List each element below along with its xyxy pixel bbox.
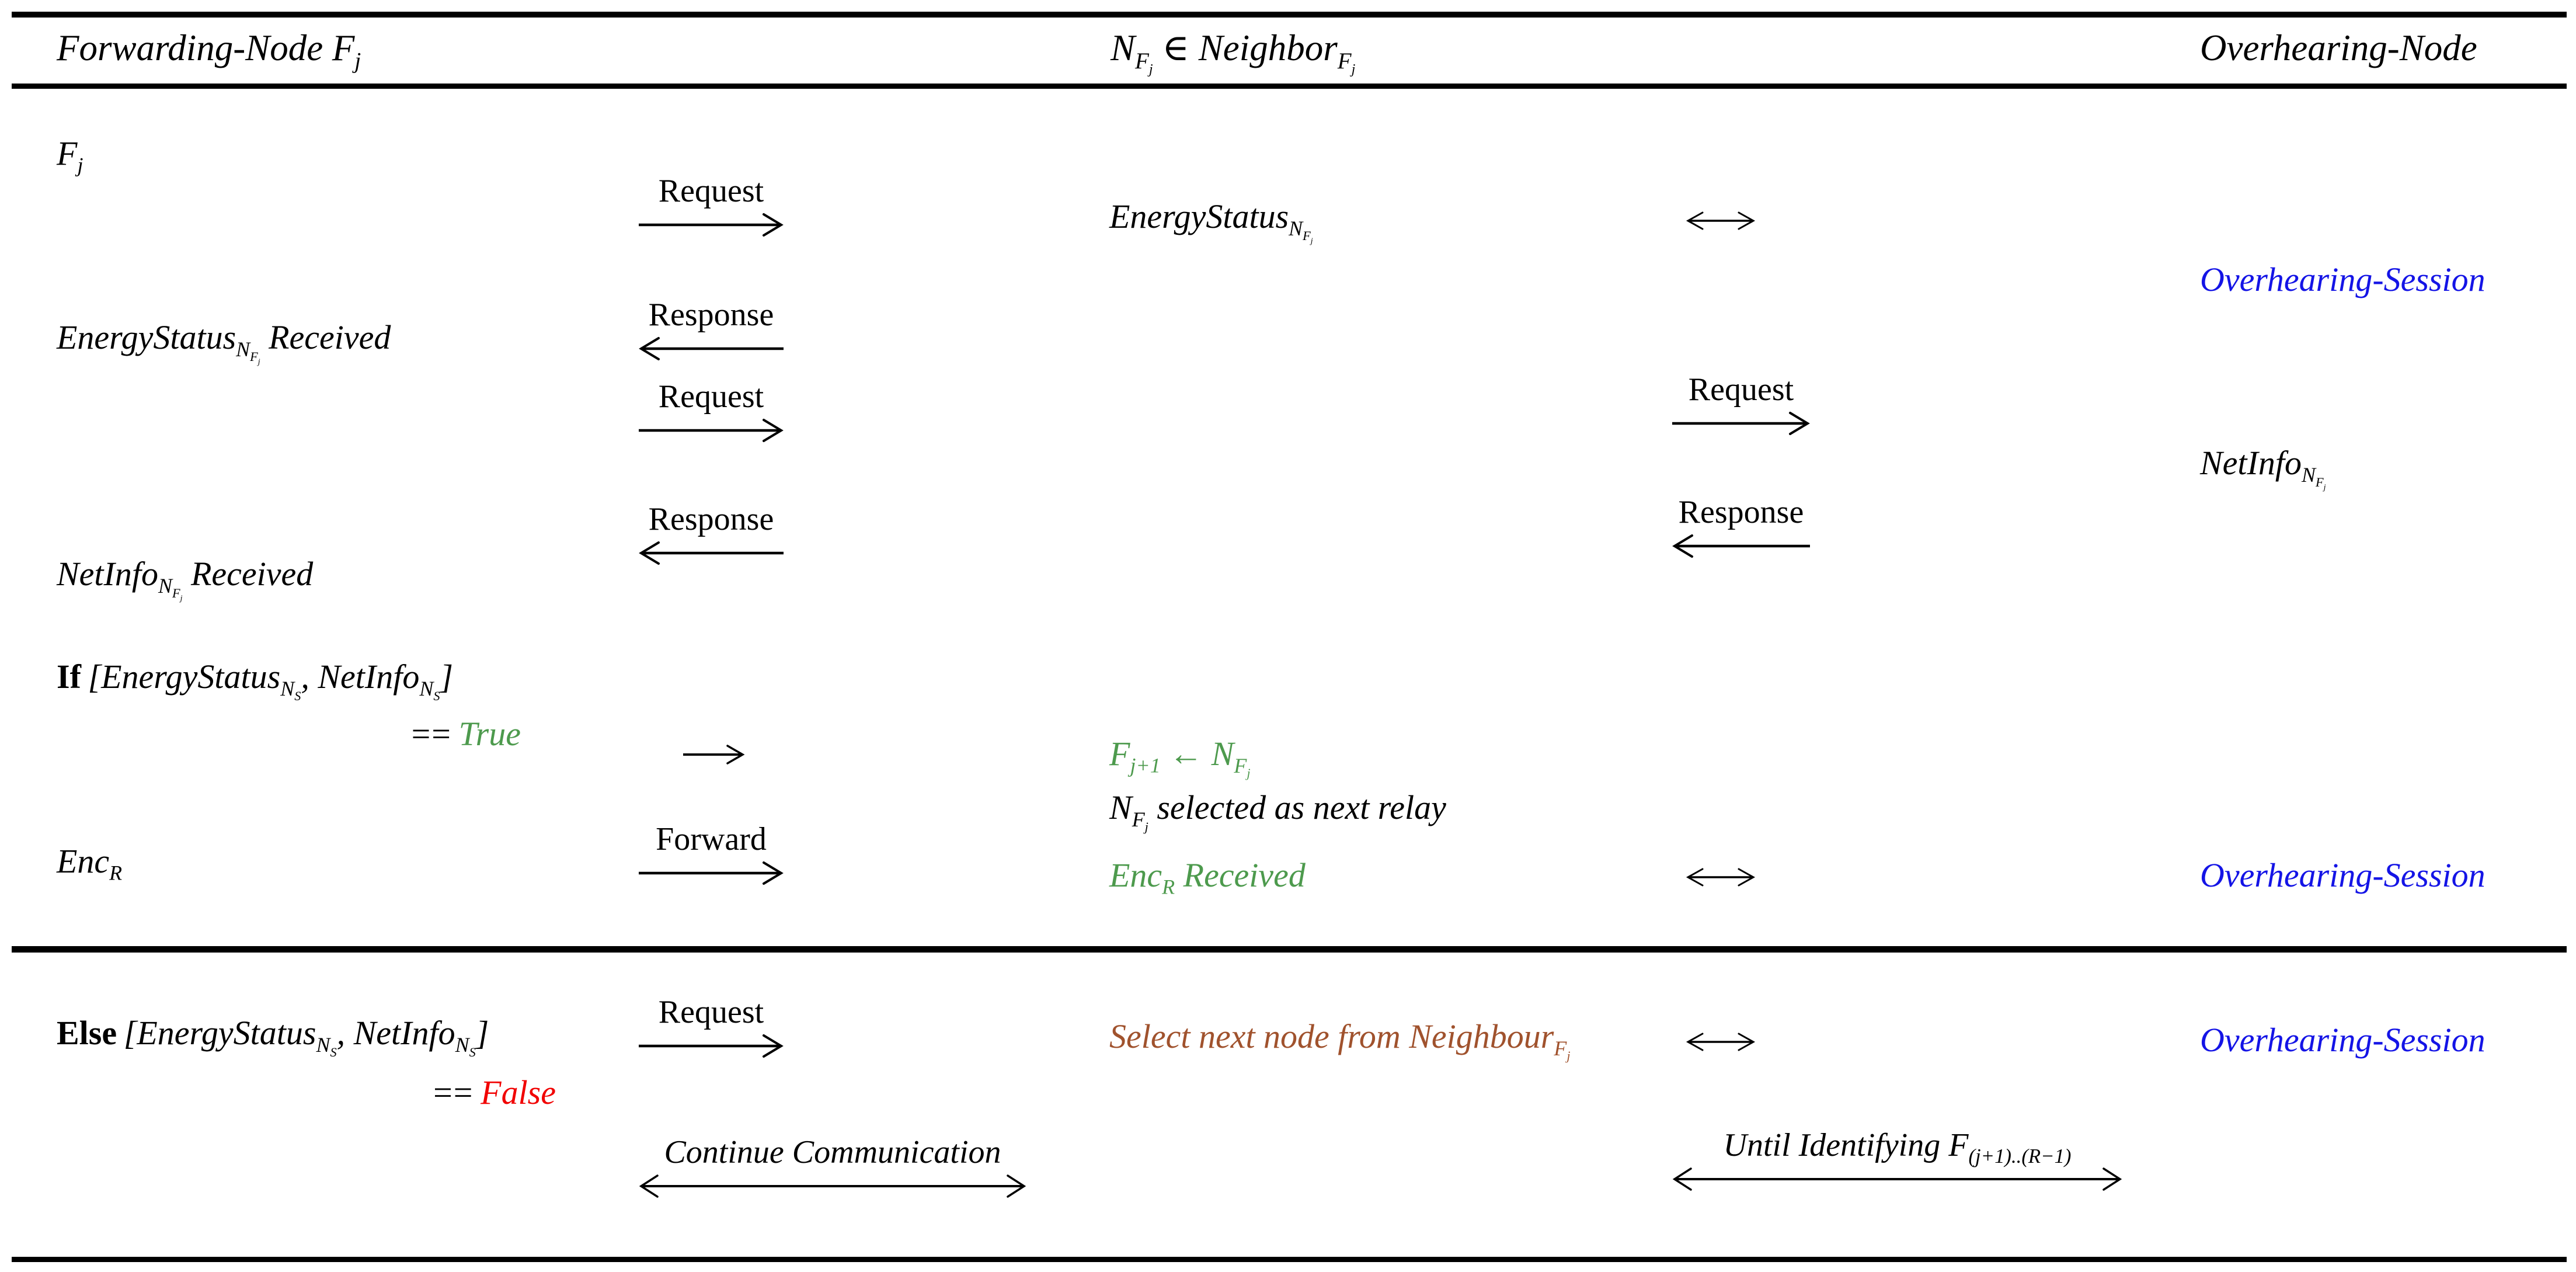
request-arrow-1: Request: [638, 174, 785, 238]
rule-top: [12, 12, 2567, 18]
right-arrow-icon: [639, 861, 784, 885]
if-value-true: True: [458, 715, 521, 753]
rule-section-separator: [12, 946, 2567, 953]
right-arrow-icon: [1672, 411, 1810, 435]
label-overhearing-session-3: Overhearing-Session: [2200, 1021, 2486, 1059]
label-next-relay-assign: Fj+1 ← NFj: [1109, 735, 1251, 780]
if-condition: [EnergyStatusNS, NetInfoNS]: [88, 658, 454, 703]
if-keyword: If: [57, 658, 81, 696]
label-overhearing-session-2: Overhearing-Session: [2200, 856, 2486, 894]
assign-arrow: [683, 743, 746, 769]
label-netinfo-overheard: NetInfoNFj: [2200, 444, 2326, 492]
if-condition-line: If [EnergyStatusNS, NetInfoNS]: [57, 658, 454, 703]
until-identifying-arrow: Until Identifying F(j+1)..(R−1): [1671, 1128, 2124, 1192]
overhear-session-arrow-3: [1685, 1030, 1756, 1056]
forward-arrow-label: Forward: [656, 821, 767, 857]
rule-bottom: [12, 1257, 2567, 1262]
else-keyword: Else: [57, 1014, 117, 1052]
overhear-request-label: Request: [1688, 371, 1794, 408]
if-equals: ==: [411, 715, 452, 753]
response-arrow-1: Response: [638, 298, 785, 362]
overhear-response-label: Response: [1678, 494, 1804, 530]
right-arrow-icon: [639, 213, 784, 237]
right-arrow-icon: [639, 418, 784, 442]
overhear-session-arrow-2: [1685, 866, 1756, 892]
header-neighbor-node: NFj ∈ NeighborFj: [1111, 27, 1356, 77]
else-condition-line: Else [EnergyStatusNS, NetInfoNS]: [57, 1014, 489, 1059]
overhear-session-arrow-1: [1685, 209, 1756, 235]
request-arrow-2: Request: [638, 380, 785, 443]
else-condition: [EnergyStatusNS, NetInfoNS]: [123, 1014, 489, 1059]
else-value-false: False: [481, 1073, 556, 1111]
left-right-arrow-icon: [1686, 1033, 1756, 1051]
header-forwarding-node: Forwarding-Node Fj: [57, 27, 361, 74]
overhear-response-arrow: Response: [1671, 495, 1811, 559]
label-energystatus-neighbor: EnergyStatusNFj: [1109, 197, 1313, 245]
forward-arrow: Forward: [638, 822, 785, 886]
double-arrow-icon: [1672, 1167, 2122, 1191]
header-overhearing-node: Overhearing-Node: [2200, 27, 2477, 68]
response-arrow-2: Response: [638, 502, 785, 566]
response-arrow-1-label: Response: [648, 297, 774, 333]
label-fj: Fj: [57, 134, 83, 177]
left-arrow-icon: [639, 336, 784, 360]
label-enc-r: EncR: [57, 842, 123, 885]
continue-communication-arrow: Continue Communication: [638, 1135, 1028, 1199]
double-arrow-icon: [639, 1174, 1026, 1198]
response-arrow-2-label: Response: [648, 501, 774, 537]
overhear-request-arrow: Request: [1671, 373, 1811, 436]
label-selected-next-relay: NFj selected as next relay: [1109, 788, 1446, 834]
request-arrow-3: Request: [638, 995, 785, 1059]
left-right-arrow-icon: [1686, 211, 1756, 230]
else-equals: ==: [433, 1073, 474, 1111]
label-enc-received: EncR Received: [1109, 856, 1306, 899]
label-netinfo-received: NetInfoNFj Received: [57, 555, 314, 603]
request-arrow-2-label: Request: [658, 378, 764, 415]
left-arrow-icon: [1672, 534, 1810, 558]
left-arrow-icon: [639, 541, 784, 565]
request-arrow-3-label: Request: [658, 994, 764, 1030]
label-overhearing-session-1: Overhearing-Session: [2200, 260, 2486, 298]
label-energystatus-received: EnergyStatusNFj Received: [57, 318, 391, 366]
rule-header-bottom: [12, 84, 2567, 89]
continue-communication-label: Continue Communication: [664, 1134, 1001, 1170]
right-arrow-icon: [639, 1034, 784, 1058]
left-right-arrow-icon: [1686, 868, 1756, 887]
right-arrow-icon: [683, 745, 745, 764]
until-identifying-label: Until Identifying F(j+1)..(R−1): [1723, 1127, 2072, 1168]
if-result-line: == True: [57, 715, 521, 754]
else-result-line: == False: [57, 1073, 556, 1113]
request-arrow-1-label: Request: [658, 173, 764, 209]
label-select-next-node: Select next node from NeighbourFj: [1109, 1017, 1571, 1063]
